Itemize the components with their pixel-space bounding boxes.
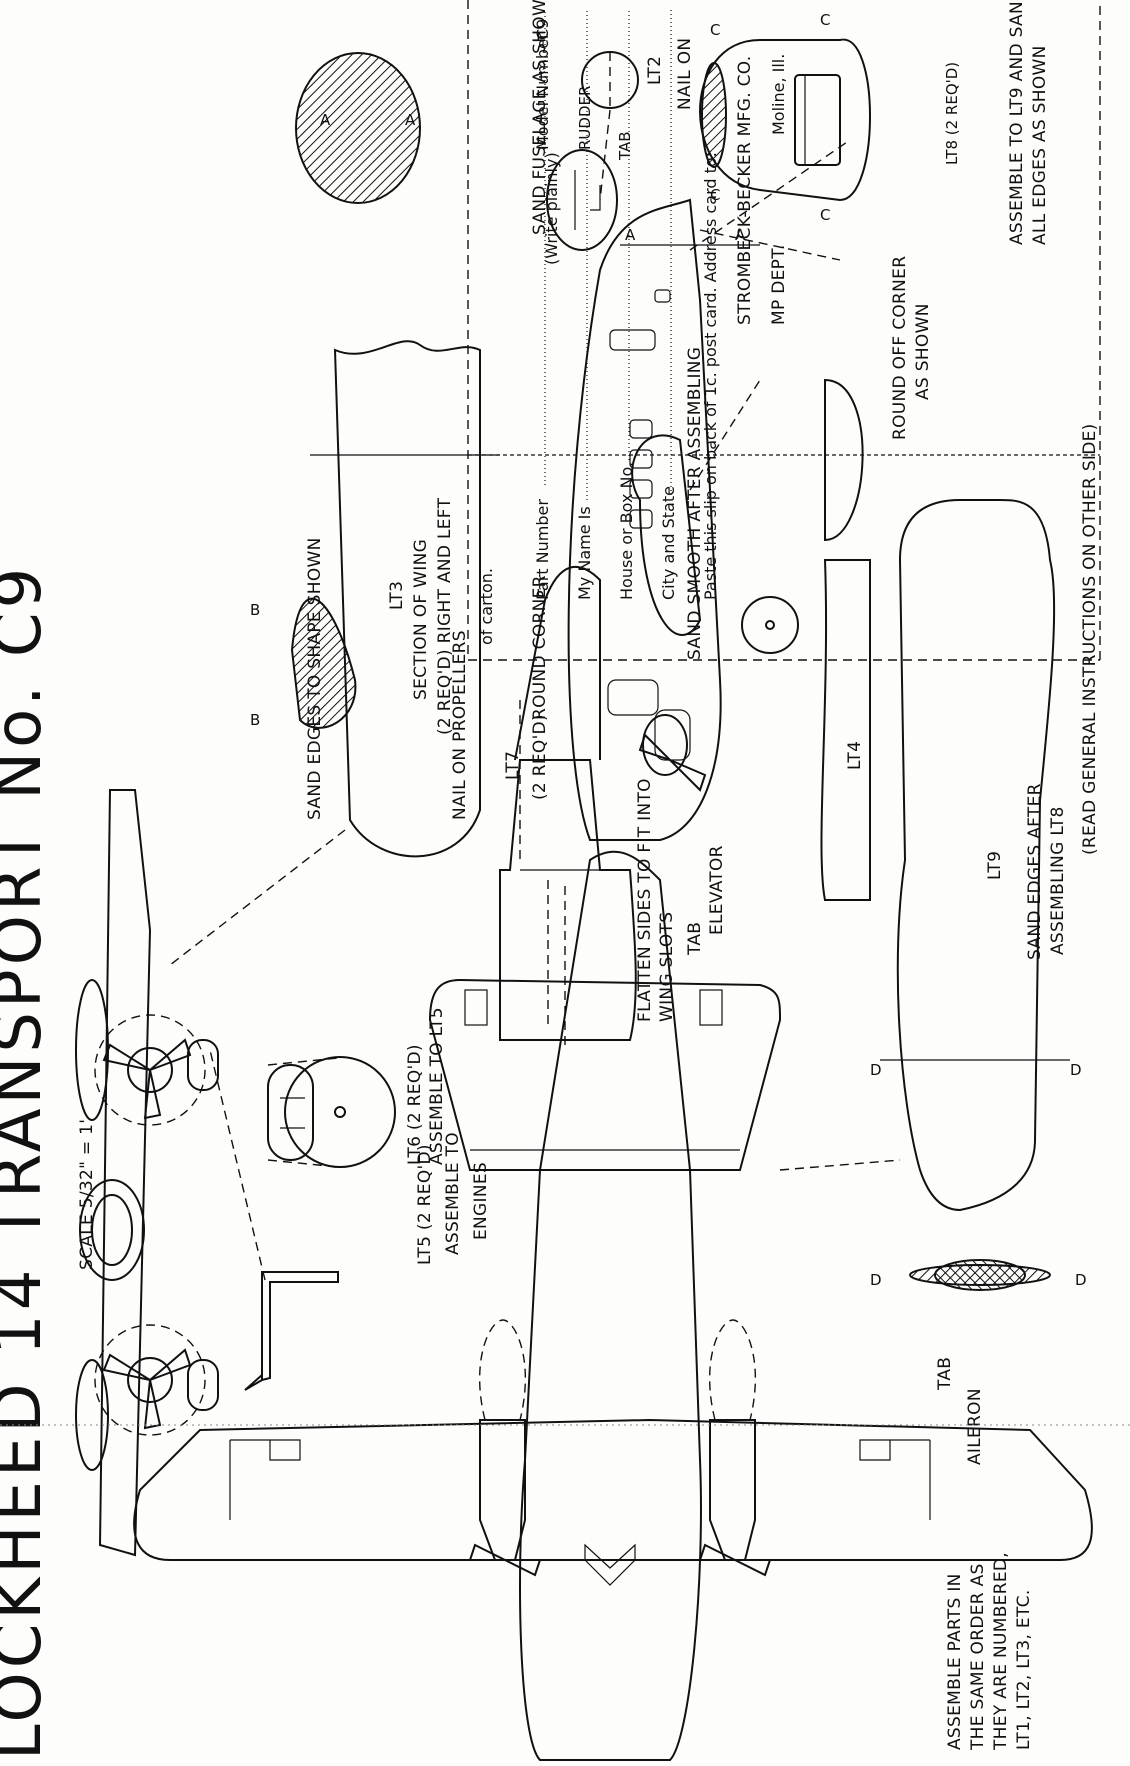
flatten-sides-label-2: WING SLOTS	[657, 912, 677, 1022]
lt5-label-2: ASSEMBLE TO	[443, 1132, 463, 1255]
section-a-hatch	[295, 52, 421, 204]
fin-half-moon	[824, 378, 864, 542]
section-d-label-3: D	[870, 1271, 882, 1289]
section-c-label-2: C	[710, 186, 720, 204]
lt5-label-1: LT5 (2 REQ'D)	[415, 1144, 435, 1265]
main-fuselage-planform	[519, 850, 702, 1761]
section-d-label-1: D	[870, 1061, 882, 1079]
title-group: LOCKHEED 14 TRANSPORT No. C9	[0, 564, 56, 1760]
section-c-label-1: C	[710, 21, 720, 39]
section-a-label-1: A	[320, 111, 331, 129]
prop-disc-right	[94, 1014, 206, 1126]
front-view-gear-left	[187, 1359, 219, 1411]
slip-city-co: Moline, Ill.	[769, 54, 788, 135]
lt5-landing-leg	[261, 1271, 339, 1382]
lt8-end-plate	[699, 38, 871, 202]
lt3-wing-section	[333, 340, 481, 858]
sand-fuselage-label: SAND FUSELAGE AS SHOWN	[530, 0, 550, 235]
front-view-tailplane-left	[75, 1359, 109, 1471]
round-off-label-1: ROUND OFF CORNER	[890, 256, 910, 440]
front-view-gear-right	[187, 1039, 219, 1091]
prop-disc-left	[94, 1324, 206, 1436]
sand-edges-after-label-1: SAND EDGES AFTER	[1025, 783, 1045, 960]
slip-carton: of carton.	[477, 568, 496, 645]
section-a-label-4: A	[735, 226, 746, 244]
lt3-req-label: (2 REQ'D) RIGHT AND LEFT	[435, 497, 455, 735]
assemble-lt9-label-1: ASSEMBLE TO LT9 AND SAND	[1007, 0, 1027, 245]
slip-border	[467, 0, 1101, 661]
round-corner-label: ROUND CORNER	[530, 575, 550, 720]
lt6-label-2: ASSEMBLE TO LT5	[427, 1007, 447, 1165]
fuselage-side-view	[567, 198, 722, 841]
slip-dept: MP DEPT.	[769, 244, 789, 325]
lt8-label: LT8 (2 REQ'D)	[943, 62, 961, 165]
sand-edges-shape-label: SAND EDGES TO SHAPE SHOWN	[305, 537, 325, 820]
lt5-label-3: ENGINES	[471, 1162, 491, 1240]
slip-name: My Name Is	[575, 506, 594, 600]
section-c-label-4: C	[820, 206, 830, 224]
read-general-instructions: (READ GENERAL INSTRUCTIONS ON OTHER SIDE…	[1080, 423, 1100, 855]
front-view-fuselage	[79, 1179, 145, 1281]
lt4-label: LT4	[845, 741, 865, 770]
front-view-wing	[98, 789, 152, 1557]
tab-aileron-label: TAB	[935, 1357, 955, 1391]
section-d-label-2: D	[1070, 1061, 1082, 1079]
slip-paste: Paste this slip on back of 1c. post card…	[701, 152, 720, 600]
assemble-lt9-label-2: ALL EDGES AS SHOWN	[1030, 45, 1050, 245]
assemble-order-4: LT1, LT2, LT3, ETC.	[1014, 1589, 1034, 1750]
lt9-fin-piece	[896, 499, 1056, 1212]
lt6-wheel-side	[267, 1064, 314, 1161]
section-a-label-3: A	[625, 226, 636, 244]
section-b-label-2: B	[250, 601, 260, 619]
engine-nacelle-left	[709, 1419, 756, 1561]
lt4-piece	[820, 559, 871, 901]
lt6-label-1: LT6 (2 REQ'D)	[405, 1044, 425, 1165]
elevator-label: ELEVATOR	[707, 845, 727, 935]
nail-on-label: NAIL ON	[675, 38, 695, 110]
slip-part-number: Part Number	[533, 499, 552, 600]
engine-nacelle-right	[479, 1419, 526, 1561]
slip-model-value: C9	[533, 19, 552, 40]
page-title: LOCKHEED 14 TRANSPORT No. C9	[0, 564, 56, 1760]
slip-city: City and State	[659, 486, 678, 600]
section-a-label-2: A	[405, 111, 416, 129]
lt7-req-label: (2 REQ'D)	[530, 714, 550, 800]
lt3-label: LT3	[387, 581, 407, 610]
lt2-label: LT2	[645, 56, 665, 85]
assemble-order-2: THE SAME ORDER AS	[968, 1563, 988, 1751]
slip-company: STROMBECK-BECKER MFG. CO.	[735, 56, 755, 325]
section-d-hatch-flat	[909, 1264, 1051, 1286]
sand-edges-after-label-2: ASSEMBLING LT8	[1048, 806, 1068, 955]
flatten-sides-label-1: FLATTEN SIDES TO FIT INTO	[635, 778, 655, 1022]
main-wing-planform	[133, 1418, 1093, 1561]
tailplane-planform	[428, 978, 782, 1171]
lt7-label: LT7	[503, 751, 523, 780]
assemble-order-3: THEY ARE NUMBERED,	[991, 1552, 1011, 1751]
nail-propellers-label: NAIL ON PROPELLERS	[450, 630, 470, 820]
lt3-section-label: SECTION OF WING	[411, 539, 431, 700]
aileron-label: AILERON	[965, 1388, 985, 1465]
lt6-wheel	[284, 1056, 396, 1168]
fuselage-rear-view	[546, 149, 618, 251]
lt9-label: LT9	[985, 851, 1005, 880]
rudder-label: RUDDER	[576, 86, 594, 150]
sand-smooth-label: SAND SMOOTH AFTER ASSEMBLING	[685, 347, 705, 660]
slip-model-number: Model Number	[533, 32, 552, 150]
section-c-label-3: C	[820, 11, 830, 29]
section-d-label-4: D	[1075, 1271, 1087, 1289]
tab-elevator-label: TAB	[685, 922, 705, 956]
assemble-order-1: ASSEMBLE PARTS IN	[945, 1573, 965, 1750]
section-b-label-1: B	[250, 711, 260, 729]
round-off-label-2: AS SHOWN	[913, 303, 933, 400]
lt7-nacelle	[499, 759, 637, 1041]
tab-rudder-label: TAB	[616, 131, 634, 161]
lt-wheel-small	[741, 596, 799, 654]
section-b-hatch	[290, 597, 357, 729]
slip-write-plainly: (Write plainly)	[542, 152, 561, 265]
